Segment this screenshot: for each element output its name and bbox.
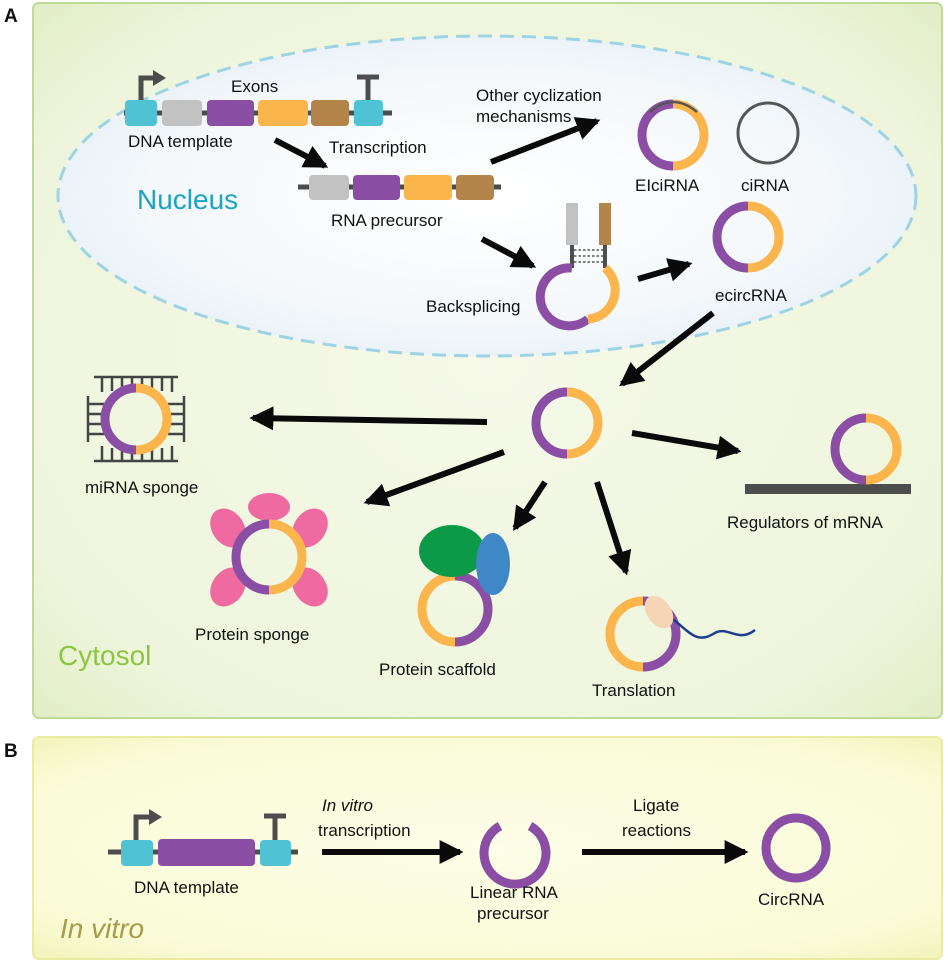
cytosol-label: Cytosol bbox=[58, 640, 151, 671]
transcription-label: Transcription bbox=[329, 138, 427, 157]
backsplicing-label: Backsplicing bbox=[426, 297, 521, 316]
mirna-sponge-label: miRNA sponge bbox=[85, 478, 198, 497]
protein-sponge-graphic bbox=[210, 493, 328, 607]
panel-label-a: A bbox=[4, 6, 18, 27]
nucleus-arrows bbox=[273, 117, 715, 387]
linear-rna-label-line2: precursor bbox=[477, 904, 549, 923]
cytosol-arrows bbox=[249, 406, 742, 576]
circrna-shape bbox=[761, 813, 831, 883]
rna-precursor-label: RNA precursor bbox=[331, 211, 443, 230]
translation-label: Translation bbox=[592, 681, 675, 700]
rna-precursor bbox=[298, 175, 501, 200]
b-dna-template-gene bbox=[108, 809, 298, 866]
translation-graphic bbox=[605, 595, 756, 672]
linear-rna-precursor-shape bbox=[479, 822, 551, 889]
cirna-circle bbox=[736, 101, 800, 165]
in-vitro-transcription-label-line2: transcription bbox=[318, 821, 411, 840]
other-cyclization-label-line1: Other cyclization bbox=[476, 86, 602, 105]
ecircrna-label: ecircRNA bbox=[715, 286, 787, 305]
other-cyclization-label-line2: mechanisms bbox=[476, 107, 571, 126]
in-vitro-region-label: In vitro bbox=[60, 913, 144, 944]
dna-template-label: DNA template bbox=[128, 132, 233, 151]
ligate-label-line1: Ligate bbox=[633, 796, 679, 815]
circrna-label: CircRNA bbox=[758, 890, 825, 909]
linear-rna-label-line1: Linear RNA bbox=[470, 883, 559, 902]
eicirna-circle bbox=[637, 99, 709, 171]
in-vitro-italic: In vitro bbox=[322, 796, 373, 815]
exons-label: Exons bbox=[231, 77, 278, 96]
in-vitro-transcription-label-line1: In vitro bbox=[322, 796, 373, 815]
cirna-label: ciRNA bbox=[741, 176, 790, 195]
panel-label-b: B bbox=[4, 741, 18, 762]
b-dna-template-label: DNA template bbox=[134, 878, 239, 897]
dna-template-gene bbox=[124, 70, 392, 126]
eicirna-label: EIciRNA bbox=[635, 176, 700, 195]
protein-scaffold-label: Protein scaffold bbox=[379, 660, 496, 679]
regulators-label: Regulators of mRNA bbox=[727, 513, 884, 532]
ecircrna-circle bbox=[712, 201, 784, 273]
nucleus-label: Nucleus bbox=[137, 184, 238, 215]
backsplicing-structure bbox=[535, 203, 620, 331]
central-circrna bbox=[531, 387, 603, 459]
mirna-sponge-graphic bbox=[86, 375, 186, 463]
ligate-label-line2: reactions bbox=[622, 821, 691, 840]
protein-sponge-label: Protein sponge bbox=[195, 625, 309, 644]
regulators-mrna-graphic bbox=[745, 413, 911, 494]
protein-scaffold-graphic bbox=[417, 525, 510, 647]
